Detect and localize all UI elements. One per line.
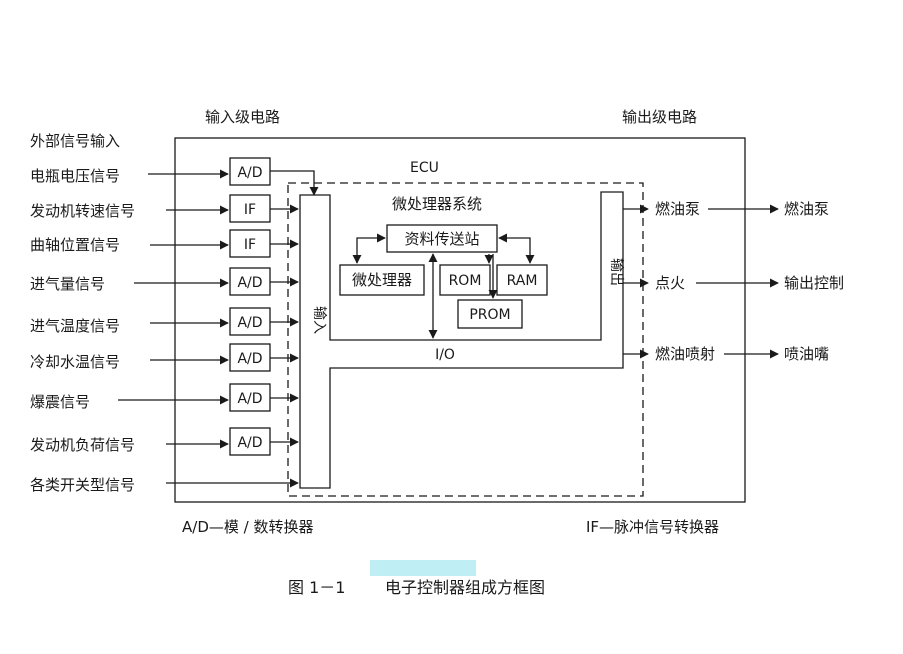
highlight-artifact	[370, 560, 476, 576]
output-bus-label: 输出	[608, 258, 624, 286]
converter-box	[229, 229, 271, 258]
input-label: 进气量信号	[30, 275, 105, 293]
rom-label: ROM	[449, 273, 482, 289]
ecu-boundary	[287, 182, 644, 497]
converter-label: A/D	[237, 351, 262, 367]
input-stage-label: 输入级电路	[205, 108, 280, 126]
input-label: 冷却水温信号	[30, 353, 120, 371]
input-label: 电瓶电压信号	[30, 167, 120, 185]
prom-box	[457, 299, 523, 329]
converter-label: A/D	[237, 275, 262, 291]
ecu-label: ECU	[410, 160, 439, 176]
microcomputer-system-label: 微处理器系统	[392, 195, 482, 213]
outer-frame	[174, 137, 746, 503]
input-label: 进气温度信号	[30, 317, 120, 335]
input-label: 曲轴位置信号	[30, 236, 120, 254]
caption-number: 图 1－1	[288, 578, 345, 597]
processor-box	[339, 264, 425, 296]
ram-box	[496, 264, 548, 296]
data-transfer-label: 资料传送站	[404, 230, 479, 248]
input-labels: 电瓶电压信号 发动机转速信号 曲轴位置信号 进气量信号 进气温度信号 冷却水温信…	[30, 167, 135, 494]
ad-note: A/D—模 / 数转换器	[182, 518, 313, 536]
if-note: IF—脉冲信号转换器	[586, 518, 719, 536]
input-label: 爆震信号	[30, 393, 90, 411]
converter-label: IF	[244, 237, 256, 253]
input-bus-label: 输入	[311, 306, 327, 334]
output-target: 输出控制	[784, 274, 844, 292]
input-label: 各类开关型信号	[30, 476, 135, 494]
output-stage-label: 输出级电路	[622, 108, 697, 126]
external-input-label: 外部信号输入	[30, 132, 120, 150]
output-stage: 燃油喷射	[655, 345, 715, 363]
io-bus	[299, 191, 624, 489]
output-target: 喷油嘴	[784, 345, 829, 363]
input-label: 发动机负荷信号	[30, 436, 135, 454]
rom-box	[439, 264, 491, 296]
internal-arrows	[352, 233, 535, 339]
converter-box	[229, 343, 271, 372]
input-arrows	[118, 169, 319, 488]
converter-label: IF	[244, 202, 256, 218]
converter-label: A/D	[237, 315, 262, 331]
converter-box	[229, 427, 271, 456]
io-label: I/O	[435, 347, 455, 363]
caption-text: 电子控制器组成方框图	[385, 578, 545, 597]
data-transfer-box	[386, 224, 498, 253]
converter-label: A/D	[237, 165, 262, 181]
converter-label: A/D	[237, 391, 262, 407]
output-stage: 燃油泵	[655, 200, 700, 218]
output-stage: 点火	[655, 274, 685, 292]
output-section: 燃油泵 点火 燃油喷射 燃油泵 输出控制 喷油嘴	[623, 200, 844, 363]
output-target: 燃油泵	[784, 200, 829, 218]
prom-label: PROM	[469, 307, 510, 323]
converter-label: A/D	[237, 435, 262, 451]
converter-boxes: A/D IF IF A/D A/D A/D A/D A/D	[229, 157, 271, 456]
ram-label: RAM	[507, 273, 538, 289]
processor-label: 微处理器	[352, 271, 412, 289]
converter-box	[229, 267, 271, 296]
converter-box	[229, 383, 271, 412]
input-label: 发动机转速信号	[30, 202, 135, 220]
